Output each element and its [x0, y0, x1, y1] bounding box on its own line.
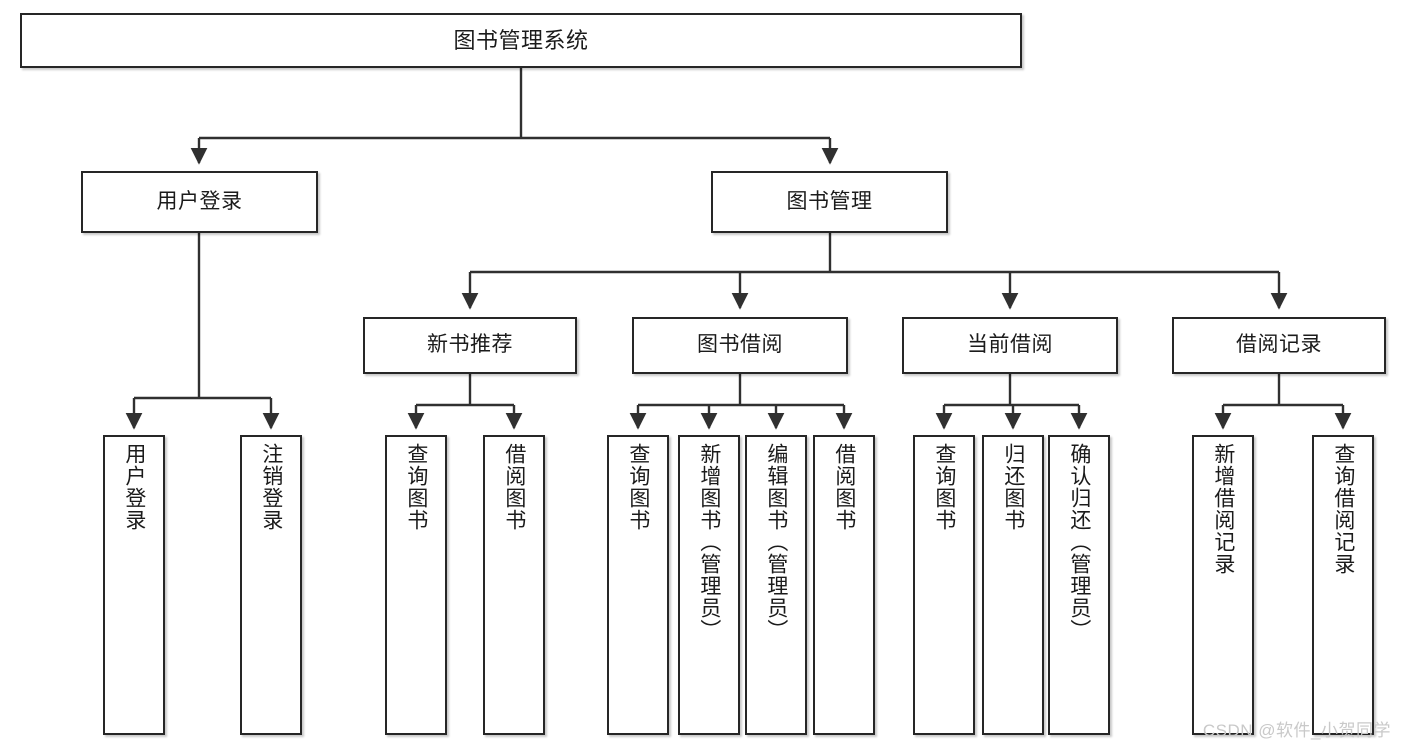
- node-book-borrow[interactable]: 图书借阅: [632, 317, 848, 374]
- leaf-add-book-admin-label: 新增图书（管理员）: [697, 443, 721, 641]
- leaf-query-borrow-record-label: 查询借阅记录: [1331, 443, 1355, 575]
- leaf-confirm-return-admin-label: 确认归还（管理员）: [1067, 443, 1091, 641]
- node-new-book-recommend[interactable]: 新书推荐: [363, 317, 577, 374]
- leaf-query-borrow-record[interactable]: 查询借阅记录: [1312, 435, 1374, 735]
- node-borrow-record-label: 借阅记录: [1236, 333, 1322, 357]
- leaf-query-book-borrow-label: 查询图书: [626, 443, 650, 531]
- leaf-borrow-book-recommend[interactable]: 借阅图书: [483, 435, 545, 735]
- leaf-return-book-label: 归还图书: [1001, 443, 1025, 531]
- leaf-borrow-book-recommend-label: 借阅图书: [502, 443, 526, 531]
- node-borrow-record[interactable]: 借阅记录: [1172, 317, 1386, 374]
- leaf-edit-book-admin-label: 编辑图书（管理员）: [764, 443, 788, 641]
- node-user-login-label: 用户登录: [156, 189, 243, 213]
- leaf-add-book-admin[interactable]: 新增图书（管理员）: [678, 435, 740, 735]
- node-current-borrow-label: 当前借阅: [967, 333, 1053, 357]
- leaf-query-book-current[interactable]: 查询图书: [913, 435, 975, 735]
- node-user-login[interactable]: 用户登录: [81, 171, 318, 233]
- leaf-query-book-current-label: 查询图书: [932, 443, 956, 531]
- node-book-manage-label: 图书管理: [786, 189, 873, 213]
- leaf-edit-book-admin[interactable]: 编辑图书（管理员）: [745, 435, 807, 735]
- node-root-label: 图书管理系统: [453, 27, 589, 53]
- node-book-borrow-label: 图书借阅: [697, 333, 783, 357]
- node-root[interactable]: 图书管理系统: [20, 13, 1022, 68]
- leaf-confirm-return-admin[interactable]: 确认归还（管理员）: [1048, 435, 1110, 735]
- leaf-user-login[interactable]: 用户登录: [103, 435, 165, 735]
- leaf-query-book-recommend[interactable]: 查询图书: [385, 435, 447, 735]
- leaf-return-book[interactable]: 归还图书: [982, 435, 1044, 735]
- leaf-query-book-borrow[interactable]: 查询图书: [607, 435, 669, 735]
- leaf-logout[interactable]: 注销登录: [240, 435, 302, 735]
- node-current-borrow[interactable]: 当前借阅: [902, 317, 1118, 374]
- csdn-watermark: CSDN @软件_小贺同学: [1202, 721, 1391, 740]
- node-book-manage[interactable]: 图书管理: [711, 171, 948, 233]
- leaf-user-login-label: 用户登录: [122, 443, 146, 531]
- leaf-borrow-book[interactable]: 借阅图书: [813, 435, 875, 735]
- leaf-add-borrow-record[interactable]: 新增借阅记录: [1192, 435, 1254, 735]
- leaf-borrow-book-label: 借阅图书: [832, 443, 856, 531]
- node-new-book-recommend-label: 新书推荐: [427, 333, 513, 357]
- leaf-logout-label: 注销登录: [259, 443, 283, 531]
- leaf-add-borrow-record-label: 新增借阅记录: [1211, 443, 1235, 575]
- leaf-query-book-recommend-label: 查询图书: [404, 443, 428, 531]
